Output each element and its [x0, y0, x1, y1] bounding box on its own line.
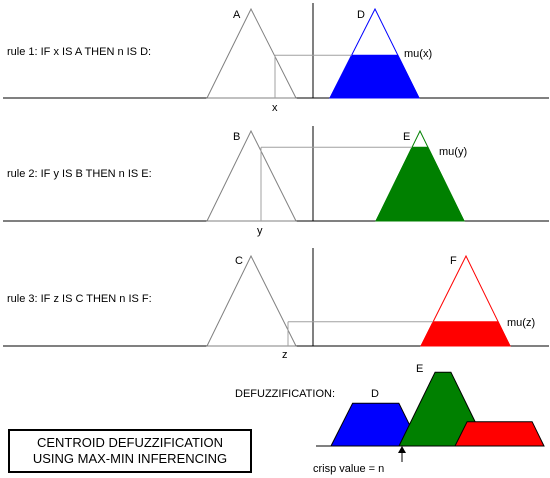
rule1-output-triangle: [329, 7, 420, 99]
title-line-2: USING MAX-MIN INFERENCING: [32, 451, 228, 466]
rule2-input-set-label: B: [233, 131, 240, 143]
crisp-value-arrow-head: [398, 446, 406, 453]
defuzz-shape-d: [330, 402, 421, 447]
rule2-text: rule 2: IF y IS B THEN n IS E:: [7, 168, 152, 180]
rule3-input-triangle: [206, 254, 297, 347]
rule2-membership-label: mu(y): [439, 146, 467, 158]
defuzz-label: DEFUZZIFICATION:: [235, 388, 335, 400]
title-box: CENTROID DEFUZZIFICATION USING MAX-MIN I…: [8, 429, 252, 473]
rule3-membership-label: mu(z): [507, 317, 535, 329]
defuzz-shape-f: [454, 421, 545, 447]
rule3-text: rule 3: IF z IS C THEN n IS F:: [7, 293, 152, 305]
rule1-input-triangle: [206, 7, 297, 99]
rule2-input-var-label: y: [257, 225, 263, 237]
title-line-1: CENTROID DEFUZZIFICATION: [36, 435, 224, 450]
rule1-text: rule 1: IF x IS A THEN n IS D:: [7, 46, 151, 58]
rule3-output-triangle: [420, 254, 511, 347]
rule3-clipped-output: [420, 321, 511, 347]
rule1-clipped-output: [329, 54, 420, 99]
rule2-output-set-label: E: [403, 131, 410, 143]
crisp-value-label: crisp value = n: [313, 463, 384, 475]
rule3-output-set-label: F: [450, 255, 457, 267]
defuzz-set-label-e: E: [416, 363, 423, 375]
defuzz-set-label-d: D: [371, 388, 379, 400]
rule1-input-var-label: x: [272, 102, 278, 114]
rule3-input-var-label: z: [282, 349, 288, 361]
rule2-output-triangle: [375, 129, 465, 222]
rule1-membership-label: mu(x): [404, 48, 432, 60]
rule1-input-set-label: A: [233, 9, 241, 21]
rule3-input-set-label: C: [235, 255, 243, 267]
rule2-input-triangle: [206, 129, 297, 222]
rule2-clipped-output: [375, 146, 465, 222]
rule1-output-set-label: D: [357, 9, 365, 21]
